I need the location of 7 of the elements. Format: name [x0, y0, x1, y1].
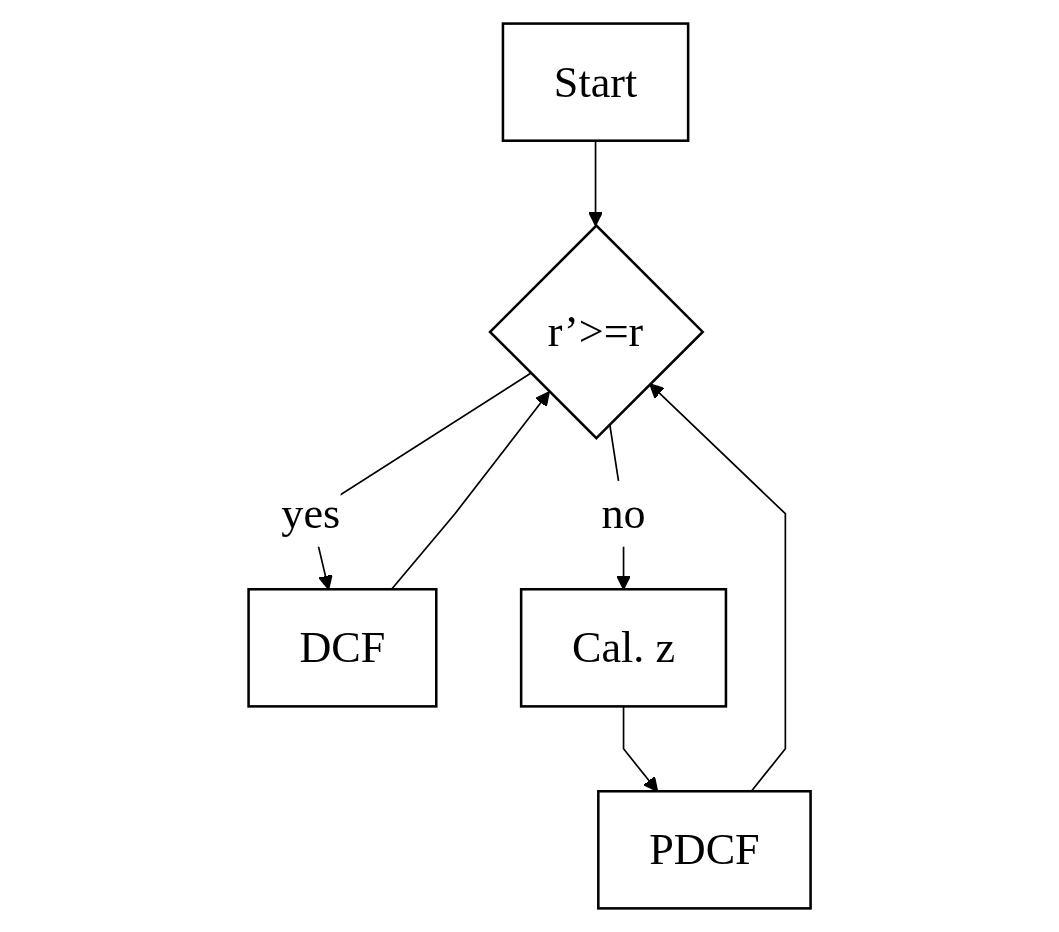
node-box: PDCF — [596, 790, 812, 910]
node-box: Start — [501, 22, 690, 142]
node-box: Cal. z — [519, 588, 728, 708]
node-box: DCF — [247, 588, 438, 708]
node-diamond: r’>=r — [488, 223, 705, 440]
edge-label: yes — [281, 489, 341, 539]
edge-label: no — [601, 489, 646, 539]
